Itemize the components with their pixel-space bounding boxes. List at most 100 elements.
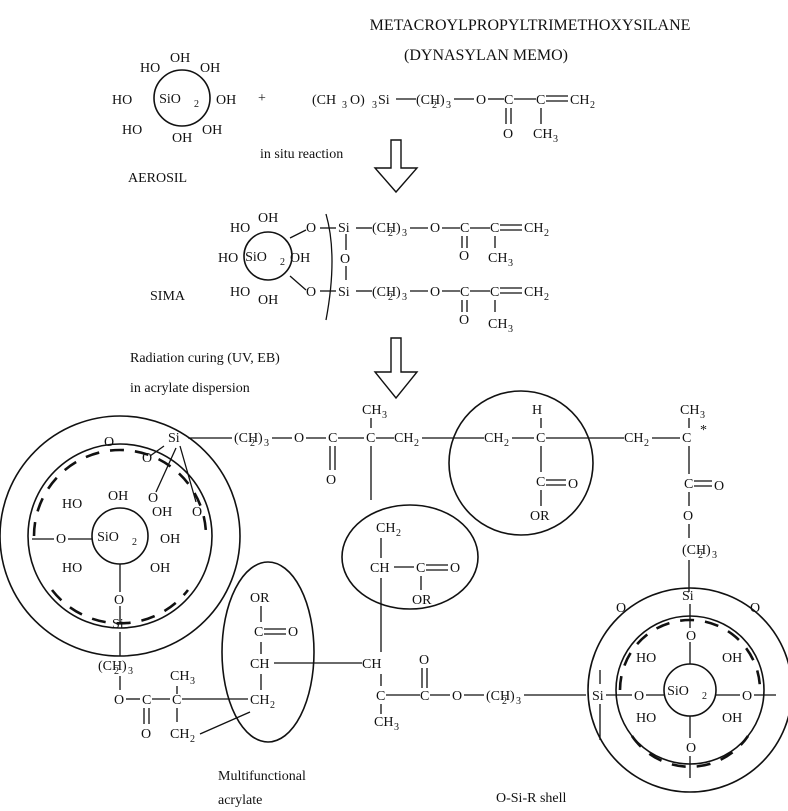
svg-text:2: 2 [502, 696, 507, 707]
svg-text:SiO: SiO [97, 530, 119, 545]
svg-text:(CH: (CH [372, 221, 396, 236]
sima-label: SIMA [150, 289, 186, 304]
svg-text:CH: CH [250, 693, 269, 708]
svg-text:3: 3 [190, 676, 195, 687]
svg-text:SiO: SiO [667, 684, 689, 699]
svg-text:OH: OH [258, 211, 278, 226]
svg-text:2: 2 [190, 734, 195, 745]
svg-text:O: O [114, 593, 124, 608]
svg-text:C: C [536, 475, 545, 490]
svg-text:HO: HO [62, 497, 82, 512]
svg-text:OH: OH [258, 293, 278, 308]
svg-text:CH: CH [394, 431, 413, 446]
svg-text:C: C [504, 93, 513, 108]
svg-text:O: O [306, 285, 316, 300]
svg-text:): ) [396, 221, 401, 236]
svg-text:C: C [328, 431, 337, 446]
svg-text:CH: CH [362, 657, 381, 672]
svg-text:OR: OR [250, 591, 270, 606]
svg-text:HO: HO [636, 651, 656, 666]
svg-text:C: C [376, 689, 385, 704]
svg-text:HO: HO [122, 123, 142, 138]
svg-text:O: O [503, 127, 513, 142]
svg-text:): ) [440, 93, 445, 108]
title-line-1: METACROYLPROPYLTRIMETHOXYSILANE [370, 17, 691, 34]
svg-text:OH: OH [202, 123, 222, 138]
svg-text:CH: CH [170, 669, 189, 684]
svg-text:C: C [536, 431, 545, 446]
svg-text:CH: CH [362, 403, 381, 418]
svg-text:O: O [104, 435, 114, 450]
svg-text:HO: HO [112, 93, 132, 108]
svg-text:CH: CH [484, 431, 503, 446]
svg-text:3: 3 [508, 258, 513, 269]
svg-text:O: O [459, 313, 469, 328]
radiation-curing-label: Radiation curing (UV, EB) [130, 351, 280, 366]
multifunctional-label-line-1: Multifunctional [218, 769, 306, 784]
svg-text:3: 3 [402, 228, 407, 239]
svg-text:OH: OH [290, 251, 310, 266]
svg-text:C: C [490, 285, 499, 300]
svg-text:HO: HO [230, 221, 250, 236]
plus-sign: + [258, 91, 266, 106]
svg-text:2: 2 [114, 666, 119, 677]
svg-text:OH: OH [722, 711, 742, 726]
svg-text:O: O [476, 93, 486, 108]
svg-text:2: 2 [544, 228, 549, 239]
svg-text:O: O [634, 689, 644, 704]
svg-text:2: 2 [544, 292, 549, 303]
svg-text:(CH: (CH [312, 93, 336, 108]
svg-text:O: O [141, 727, 151, 742]
svg-text:): ) [122, 659, 127, 674]
svg-text:O: O [294, 431, 304, 446]
shell-label: O-Si-R shell [496, 791, 567, 806]
svg-text:C: C [142, 693, 151, 708]
svg-text:3: 3 [128, 666, 133, 677]
svg-text:3: 3 [700, 410, 705, 421]
svg-text:O: O [683, 509, 693, 524]
svg-text:Si: Si [378, 93, 390, 108]
svg-text:3: 3 [712, 550, 717, 561]
in-situ-label: in situ reaction [260, 147, 343, 162]
svg-text:*: * [700, 423, 707, 438]
middle-acrylate-branch: CH 2 CH C O OR [341, 504, 479, 652]
svg-text:C: C [460, 285, 469, 300]
svg-text:3: 3 [553, 134, 558, 145]
svg-text:2: 2 [644, 438, 649, 449]
svg-text:O: O [686, 741, 696, 756]
svg-text:OH: OH [108, 489, 128, 504]
svg-text:OR: OR [530, 509, 550, 524]
svg-text:3: 3 [516, 696, 521, 707]
multifunctional-acrylate-unit: OR C O CH CH 2 [221, 561, 362, 743]
svg-text:C: C [460, 221, 469, 236]
svg-text:(CH: (CH [416, 93, 440, 108]
svg-text:OH: OH [172, 131, 192, 146]
svg-text:2: 2 [132, 537, 137, 548]
svg-text:3: 3 [382, 410, 387, 421]
svg-text:CH: CH [624, 431, 643, 446]
svg-text:C: C [490, 221, 499, 236]
svg-text:O: O [750, 601, 760, 616]
svg-text:2: 2 [414, 438, 419, 449]
svg-text:O: O [616, 601, 626, 616]
top-polymer-chain: (CH 2 ) 3 O C C CH 2 CH 2 C CH 2 C * O C… [188, 390, 724, 592]
svg-text:CH: CH [250, 657, 269, 672]
svg-text:O: O [192, 505, 202, 520]
arrow-2 [373, 337, 419, 400]
right-silica-core-shell: SiO 2 HO OH HO OH Si O O O Si O O O [587, 587, 788, 793]
svg-text:Si: Si [338, 221, 350, 236]
svg-text:CH: CH [533, 127, 552, 142]
arrow-1 [373, 139, 419, 194]
memo-molecule: (CH O) 3 3 Si (CH 2 ) 3 O C C CH 2 O CH … [312, 93, 595, 145]
svg-text:O): O) [350, 93, 365, 108]
svg-text:HO: HO [218, 251, 238, 266]
svg-text:O: O [142, 451, 152, 466]
svg-text:C: C [420, 689, 429, 704]
svg-text:2: 2 [396, 528, 401, 539]
svg-text:O: O [430, 285, 440, 300]
svg-text:): ) [510, 689, 515, 704]
svg-text:C: C [172, 693, 181, 708]
svg-text:O: O [568, 477, 578, 492]
svg-text:OH: OH [200, 61, 220, 76]
